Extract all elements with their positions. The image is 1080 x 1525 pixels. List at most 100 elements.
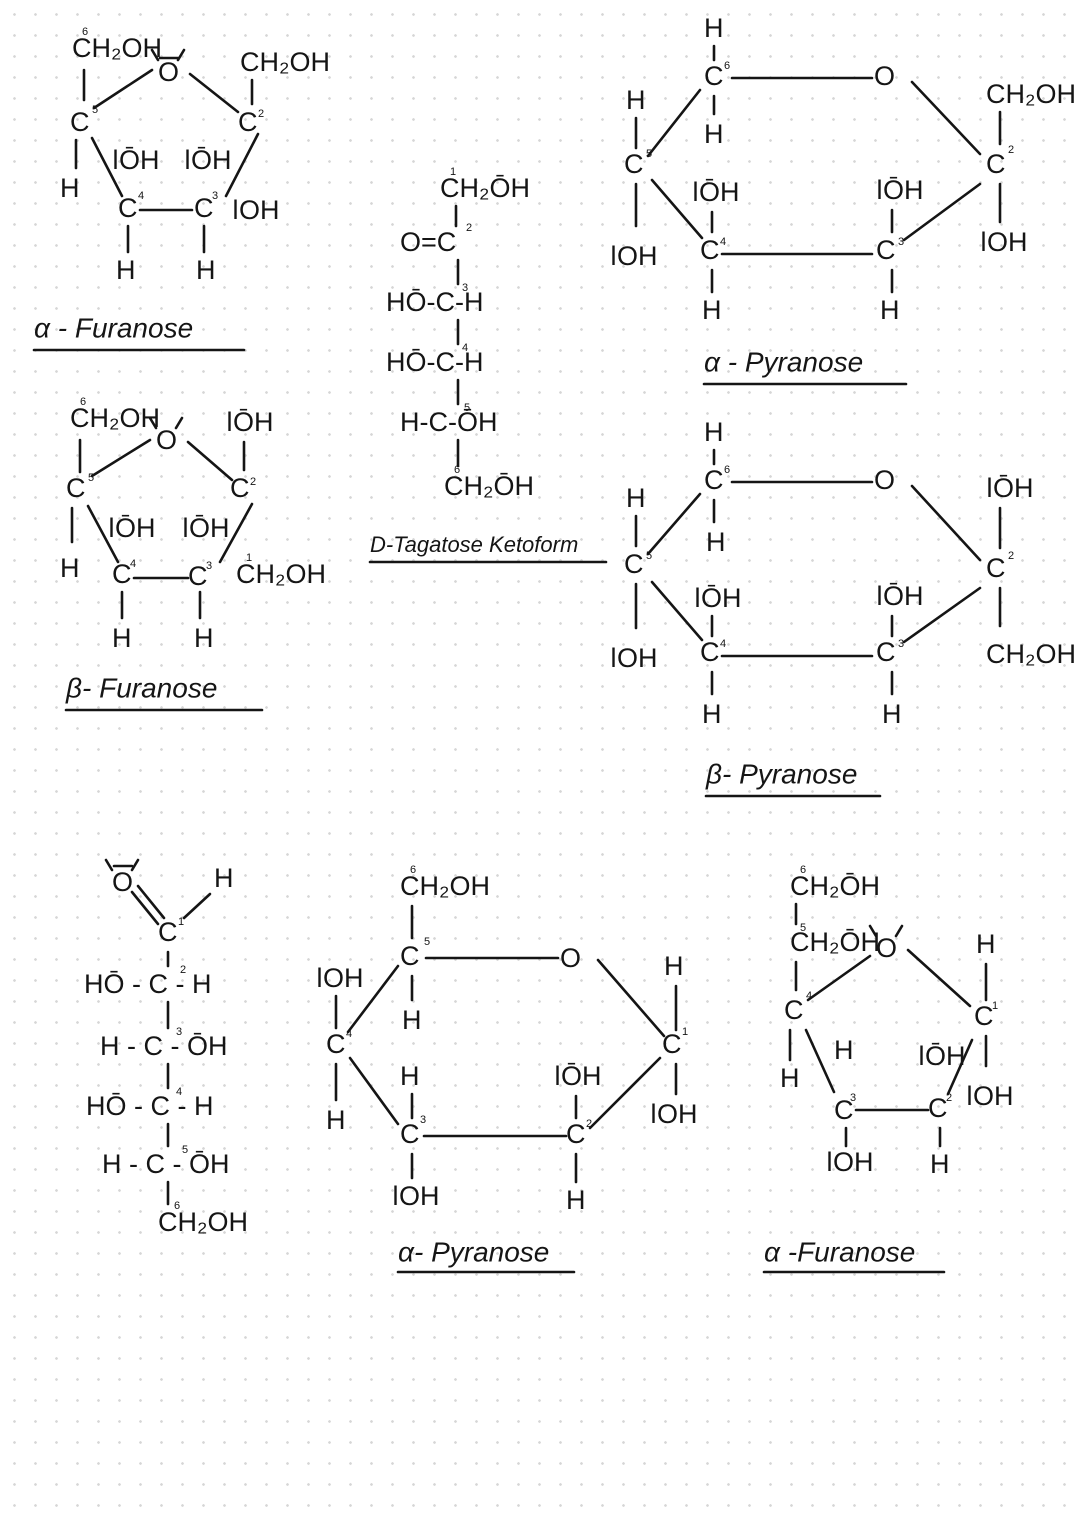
c6-number: 6 xyxy=(724,464,730,476)
c3-atom: C xyxy=(194,193,214,223)
c1-hydroxyl: ǀOH xyxy=(650,1099,698,1129)
carbonyl-oxygen: O xyxy=(112,867,133,897)
ring-oxygen: O xyxy=(876,933,897,963)
c1-atom: C xyxy=(158,917,178,947)
c2-substituent: ǀŌH xyxy=(226,407,274,437)
caption: α - Pyranose xyxy=(704,346,863,377)
c1-number: 1 xyxy=(246,552,252,564)
c5-hydrogen: H xyxy=(626,85,646,115)
c4-hydroxyl: ǀŌH xyxy=(108,513,156,543)
c2-second-hydroxyl: ǀOH xyxy=(966,1081,1014,1111)
row-c6: CH₂ŌH xyxy=(444,471,534,501)
ring-oxygen: O xyxy=(560,943,581,973)
c4-hydrogen: H xyxy=(702,699,722,729)
row-c4-number: 4 xyxy=(462,342,468,354)
caption: α- Pyranose xyxy=(398,1236,549,1267)
row-c1: CH₂ŌH xyxy=(440,173,530,203)
c3-atom: C xyxy=(834,1095,854,1125)
c2-hydrogen: H xyxy=(930,1149,950,1179)
c3-hydrogen: H xyxy=(194,623,214,653)
bond xyxy=(910,484,982,562)
c5-hydroxyl: ǀOH xyxy=(610,241,658,271)
c5-hydrogen: H xyxy=(626,483,646,513)
c3-atom: C xyxy=(876,637,896,667)
c6-hydrogen-top: H xyxy=(704,13,724,43)
bond xyxy=(946,1038,974,1096)
c4-number: 4 xyxy=(720,638,726,650)
oxygen-lone-pairs xyxy=(148,416,184,430)
caption: D-Tagatose Ketoform xyxy=(370,532,578,557)
c1-hydrogen: H xyxy=(664,951,684,981)
bond xyxy=(348,1056,400,1126)
beta-pyranose: H C 6 O H ǀŌH C 2 CH₂OH H C 5 ǀOH ǀŌH C … xyxy=(610,417,1076,798)
c2-hydrogen: H xyxy=(566,1185,586,1215)
row-c2: O=C xyxy=(400,227,456,257)
ring-oxygen: O xyxy=(874,465,895,495)
d-tagatose-ketoform: CH₂ŌH 1 O=C 2 HŌ-C-H 3 HŌ-C-H 4 H-C-ŌH 5… xyxy=(368,166,608,564)
c3-number: 3 xyxy=(850,1092,856,1104)
c2-number: 2 xyxy=(1008,144,1014,156)
double-bond xyxy=(130,890,160,926)
c3-hydroxyl: ǀŌH xyxy=(184,145,232,175)
c6-group: CH₂ŌH xyxy=(790,871,880,901)
bond xyxy=(182,892,212,920)
c4-number: 4 xyxy=(130,558,136,570)
c5-hydroxyl: ǀOH xyxy=(610,643,658,673)
bond xyxy=(910,80,982,156)
c4-number: 4 xyxy=(138,190,144,202)
c2-atom: C xyxy=(566,1119,586,1149)
row-c3: H - C - ŌH xyxy=(100,1031,228,1061)
bond xyxy=(92,68,154,110)
c5-atom: C xyxy=(70,107,90,137)
row-c5-number: 5 xyxy=(182,1144,188,1156)
c3-hydroxyl: ǀOH xyxy=(826,1147,874,1177)
c2-number: 2 xyxy=(586,1118,592,1130)
row-c6: CH₂OH xyxy=(158,1207,248,1237)
bond xyxy=(806,954,872,1002)
bond xyxy=(646,492,702,556)
c3-atom: C xyxy=(188,561,208,591)
c3-hydrogen: H xyxy=(880,295,900,325)
c6-hydrogen-bottom: H xyxy=(706,527,726,557)
c2-atom: C xyxy=(928,1093,948,1123)
c2-atom: C xyxy=(230,473,250,503)
c3-hydroxyl: ǀOH xyxy=(392,1181,440,1211)
row-c5: H-C-ŌH xyxy=(400,407,497,437)
c2-number: 2 xyxy=(258,108,264,120)
c5-number: 5 xyxy=(88,472,94,484)
c6-atom: C xyxy=(704,465,724,495)
c4-number: 4 xyxy=(346,1028,352,1040)
c2-atom: C xyxy=(238,107,258,137)
bond xyxy=(346,964,400,1034)
bond xyxy=(86,504,120,564)
c4-number: 4 xyxy=(806,990,812,1002)
c3-atom: C xyxy=(400,1119,420,1149)
c3-hydroxyl: ǀŌH xyxy=(182,513,230,543)
c3-hydrogen: H xyxy=(882,699,902,729)
c6-hydrogen-bottom: H xyxy=(704,119,724,149)
c3-number: 3 xyxy=(898,638,904,650)
c3-hydroxyl: ǀŌH xyxy=(876,581,924,611)
aldehyde-hydrogen: H xyxy=(214,863,234,893)
c5-number: 5 xyxy=(92,104,98,116)
row-c3: HŌ-C-H xyxy=(386,287,483,317)
c6-hydrogen-top: H xyxy=(704,417,724,447)
bond xyxy=(186,440,234,482)
c3-atom: C xyxy=(876,235,896,265)
c2-substituent: ǀŌH xyxy=(986,473,1034,503)
row-c2-number: 2 xyxy=(180,964,186,976)
bond xyxy=(218,502,254,564)
c1-group: CH₂OH xyxy=(236,559,326,589)
c4-hydroxyl: ǀŌH xyxy=(692,177,740,207)
c4-atom: C xyxy=(700,235,720,265)
caption: β- Pyranose xyxy=(705,758,857,789)
c1-atom: C xyxy=(974,1001,994,1031)
c2-number: 2 xyxy=(250,476,256,488)
caption: α -Furanose xyxy=(764,1236,915,1267)
c4-hydroxyl: ǀŌH xyxy=(694,583,742,613)
c5-atom: C xyxy=(400,941,420,971)
bond xyxy=(90,438,152,478)
bond xyxy=(650,580,704,642)
row-c1-number: 1 xyxy=(450,166,456,178)
